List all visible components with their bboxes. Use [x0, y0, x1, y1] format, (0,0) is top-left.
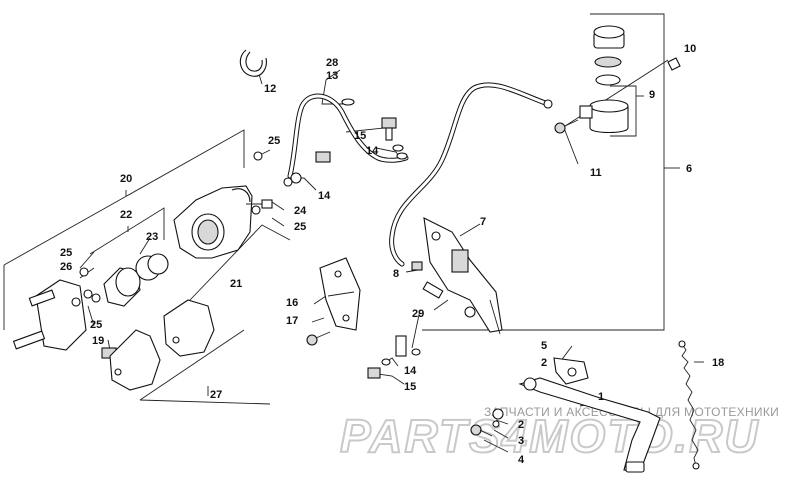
label-part-7: 7 — [480, 216, 486, 228]
bracket-bolt — [306, 331, 331, 346]
hose-fitting — [411, 261, 423, 271]
label-part-20: 20 — [120, 173, 132, 185]
label-part-3: 3 — [518, 435, 524, 447]
sealing-washers-upper — [392, 144, 408, 160]
label-part-17: 17 — [286, 315, 298, 327]
brake-hose-upper — [287, 93, 409, 179]
label-part-15-upper: 15 — [354, 130, 366, 142]
label-part-2-bracket: 2 — [541, 357, 547, 369]
label-part-16: 16 — [286, 297, 298, 309]
label-part-6: 6 — [686, 163, 692, 175]
master-cylinder — [423, 217, 503, 335]
label-part-18: 18 — [712, 357, 724, 369]
label-part-13: 13 — [326, 70, 338, 82]
caliper-banjo-fitting — [253, 151, 331, 187]
label-part-27: 27 — [210, 389, 222, 401]
reservoir-mount-screw — [554, 119, 579, 134]
label-part-8: 8 — [393, 268, 399, 280]
label-part-1: 1 — [598, 391, 604, 403]
label-part-26: 26 — [60, 261, 72, 273]
label-part-5: 5 — [541, 340, 547, 352]
bracket-washer-lower — [91, 293, 101, 303]
label-part-12: 12 — [264, 83, 276, 95]
label-part-11: 11 — [590, 167, 602, 179]
hose-clamp — [543, 99, 553, 109]
pedal-bracket — [553, 357, 589, 385]
bleeder-valve — [246, 199, 273, 209]
banjo-bolt-upper — [381, 117, 397, 141]
brake-caliper — [173, 185, 253, 259]
label-part-25-bracket: 25 — [60, 247, 72, 259]
label-part-21: 21 — [230, 278, 242, 290]
reservoir-screw — [667, 57, 681, 71]
fluid-reservoir — [579, 25, 629, 134]
label-part-14-caliper: 14 — [318, 190, 331, 202]
label-part-29: 29 — [412, 308, 424, 320]
banjo-bolt-lower — [367, 335, 421, 379]
reservoir-hose — [389, 82, 551, 267]
label-part-4: 4 — [518, 454, 525, 466]
master-cylinder-bracket — [319, 257, 361, 331]
label-part-10: 10 — [684, 43, 696, 55]
label-part-14-lower: 14 — [404, 365, 417, 377]
label-part-22: 22 — [120, 209, 132, 221]
brake-pads — [109, 299, 215, 391]
bracket-lines — [3, 13, 680, 405]
label-part-25-top: 25 — [268, 135, 280, 147]
caliper-mounting-bracket — [12, 279, 93, 351]
label-part-19: 19 — [92, 335, 104, 347]
watermark-logo: PARTS4MOTO.RU — [340, 410, 760, 462]
label-part-25-lower: 25 — [90, 319, 102, 331]
bracket-washer — [79, 267, 89, 277]
label-part-25-caliper: 25 — [294, 221, 306, 233]
pushrod-pin — [422, 281, 444, 299]
label-part-14-upper: 14 — [366, 145, 379, 157]
label-part-24: 24 — [294, 205, 307, 217]
pedal-hardware — [470, 408, 504, 437]
return-spring — [678, 340, 700, 470]
caliper-piston — [103, 253, 169, 307]
bleeder-washer — [251, 205, 261, 215]
retaining-clip — [239, 49, 267, 77]
label-part-9: 9 — [649, 89, 655, 101]
brake-pedal — [518, 377, 661, 473]
label-part-23: 23 — [146, 231, 158, 243]
label-part-15-lower: 15 — [404, 381, 416, 393]
label-part-28: 28 — [326, 57, 338, 69]
part-labels: 1 2 2 3 4 5 6 7 8 9 10 11 12 13 14 14 14… — [60, 43, 724, 466]
watermark: PARTS4MOTO.RU ЗАПЧАСТИ И АКСЕССУАРЫ ДЛЯ … — [339, 405, 779, 463]
label-part-2-pedal: 2 — [518, 419, 524, 431]
